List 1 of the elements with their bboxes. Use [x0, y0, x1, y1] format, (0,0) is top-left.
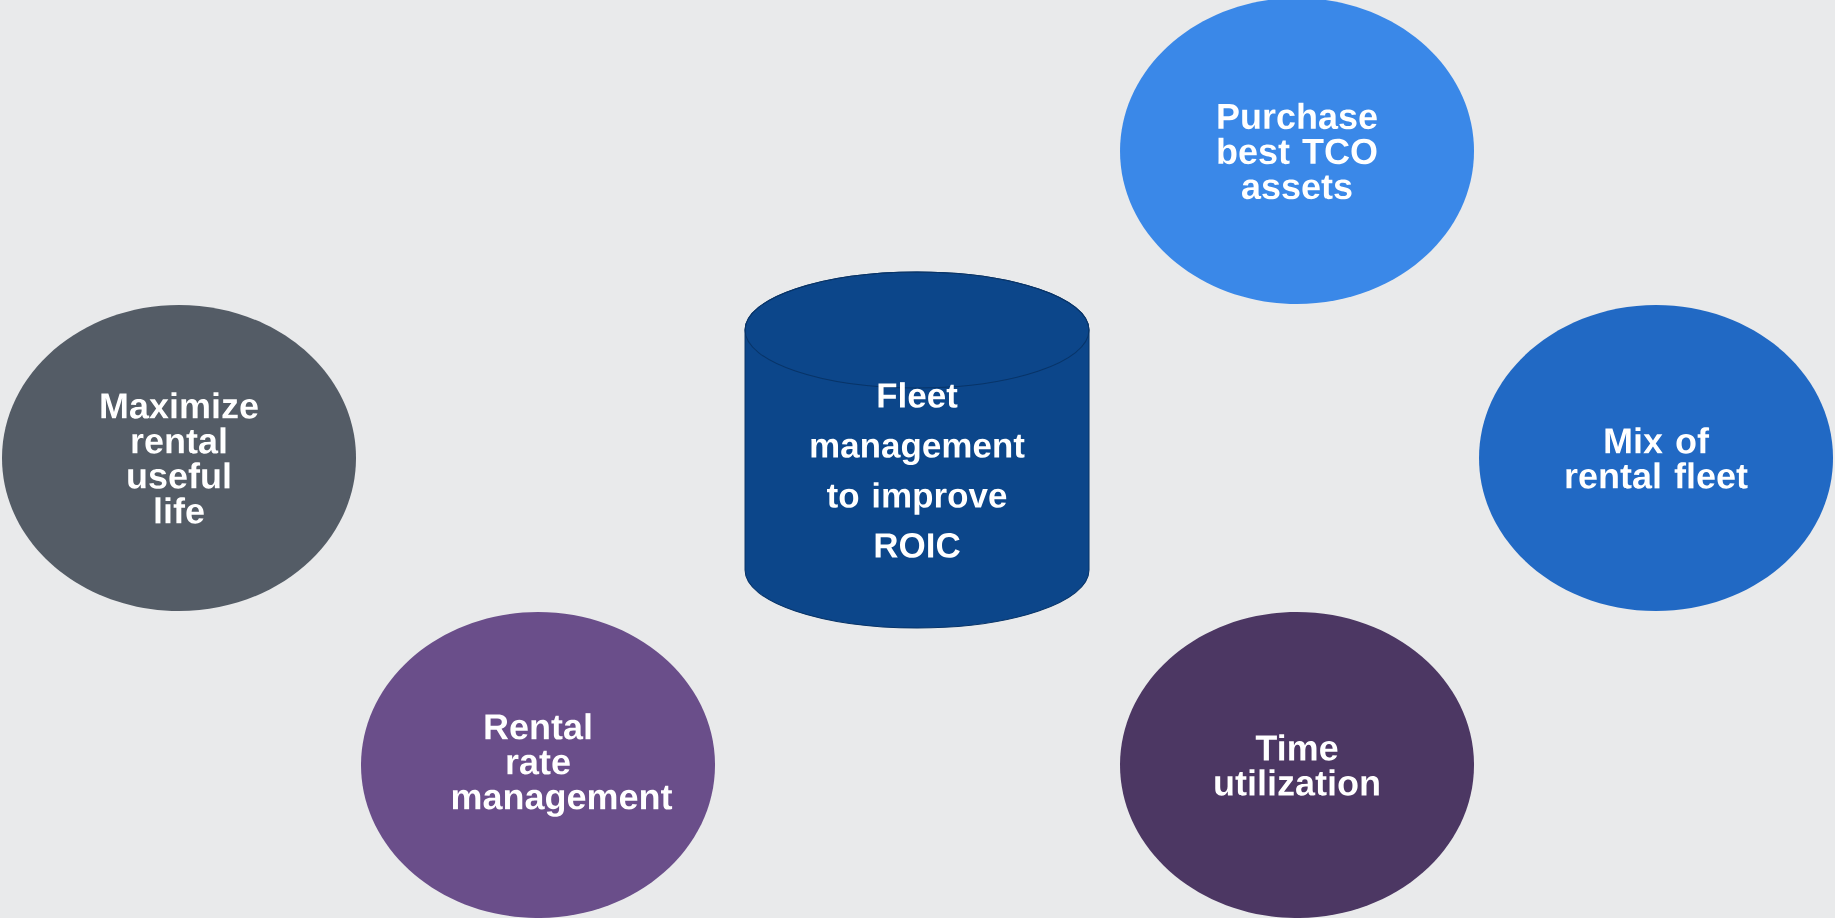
cylinder: Fleet management to improve ROIC [744, 271, 1090, 629]
